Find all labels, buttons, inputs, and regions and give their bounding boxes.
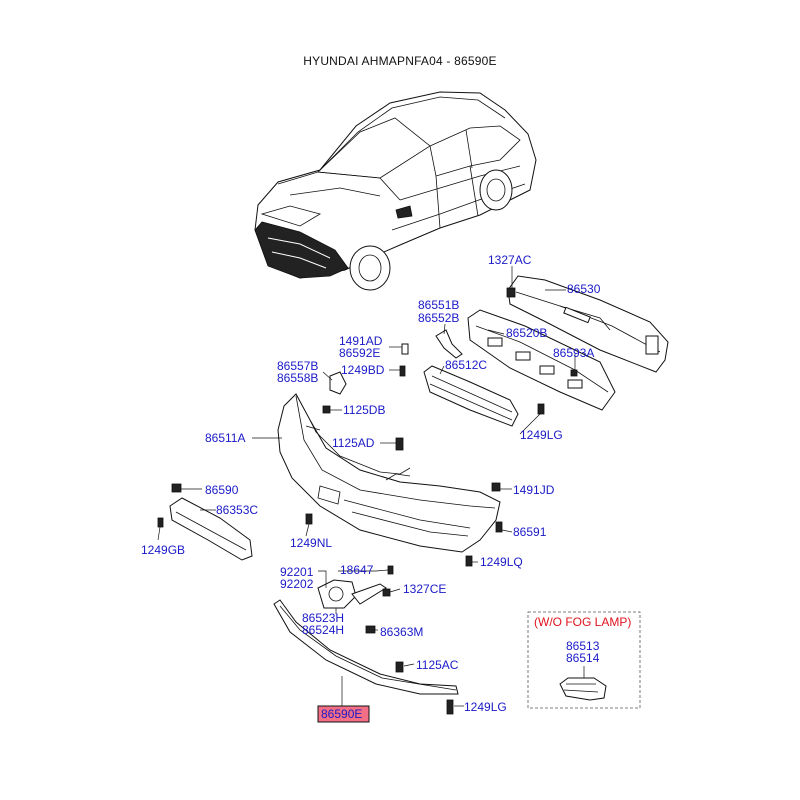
part-86520b-absorber — [467, 309, 616, 411]
label-1125db[interactable]: 1125DB — [343, 403, 385, 417]
label-1125ac[interactable]: 1125AC — [416, 658, 459, 672]
label-86593a[interactable]: 86593A — [553, 346, 594, 360]
highlighted-part-86590e[interactable]: 86590E — [317, 705, 370, 723]
part-86591-clip — [495, 521, 503, 533]
part-86353c-bracket — [169, 497, 253, 561]
part-86530-beam — [507, 275, 669, 373]
bolt-1249bd — [399, 365, 406, 377]
label-86557b[interactable]: 86557B — [277, 359, 318, 373]
bolt-86363m — [365, 625, 376, 634]
label-1491ad[interactable]: 1491AD — [339, 334, 383, 348]
label-86551b[interactable]: 86551B — [418, 298, 459, 312]
label-86524h[interactable]: 86524H — [302, 623, 344, 637]
leader-lines — [157, 266, 576, 707]
part-18647-bulb — [387, 565, 394, 575]
car-illustration — [254, 91, 537, 291]
label-86590[interactable]: 86590 — [205, 483, 239, 497]
label-86592e[interactable]: 86592E — [339, 346, 380, 360]
bolt-1125ac — [395, 661, 404, 673]
bolt-1327ce — [382, 588, 391, 597]
label-86513[interactable]: 86513 — [566, 639, 600, 653]
bolt-1249lq — [465, 555, 473, 567]
bolt-1125ad — [395, 437, 404, 451]
label-1249lg-upper[interactable]: 1249LG — [520, 428, 563, 442]
label-86558b[interactable]: 86558B — [277, 371, 318, 385]
label-86552b[interactable]: 86552B — [418, 311, 459, 325]
label-1125ad[interactable]: 1125AD — [332, 436, 375, 450]
part-86513-cover — [559, 677, 607, 701]
label-86530[interactable]: 86530 — [567, 282, 601, 296]
label-86591[interactable]: 86591 — [513, 525, 547, 539]
label-1327ce[interactable]: 1327CE — [403, 582, 446, 596]
label-86514[interactable]: 86514 — [566, 651, 600, 665]
part-86512c-grille — [423, 365, 519, 427]
label-1491jd[interactable]: 1491JD — [513, 483, 555, 497]
part-86557b-bracket — [329, 371, 347, 395]
label-1327ac[interactable]: 1327AC — [488, 253, 532, 267]
bolt-1249lg-upper — [537, 403, 545, 415]
label-1249bd[interactable]: 1249BD — [341, 363, 385, 377]
bolt-86593a — [570, 369, 578, 377]
part-86592e-clip — [401, 343, 409, 355]
fog-lamp-variant-box: (W/O FOG LAMP) 86513 86514 — [527, 611, 641, 709]
label-92201[interactable]: 92201 — [280, 565, 314, 579]
label-1249nl[interactable]: 1249NL — [290, 536, 332, 550]
bolt-1249lg-lower — [446, 699, 454, 715]
part-86590-clip — [171, 483, 182, 493]
bolt-1249nl — [305, 513, 313, 525]
diagram-title: HYUNDAI AHMAPNFA04 - 86590E — [303, 54, 497, 68]
part-92201-fog-lamp — [317, 579, 387, 609]
label-86363m[interactable]: 86363M — [380, 625, 423, 639]
label-18647[interactable]: 18647 — [340, 563, 374, 577]
label-86512c[interactable]: 86512C — [445, 358, 487, 372]
part-86511a-bumper-cover — [277, 393, 501, 553]
part-1491jd-clip — [491, 482, 501, 492]
label-1249lg-lower[interactable]: 1249LG — [464, 700, 507, 714]
fog-lamp-note: (W/O FOG LAMP) — [534, 615, 631, 629]
bolt-1249gb — [157, 517, 164, 528]
label-86523h[interactable]: 86523H — [302, 611, 344, 625]
label-86520b[interactable]: 86520B — [506, 326, 547, 340]
bolt-1327ac — [506, 287, 516, 298]
label-92202[interactable]: 92202 — [280, 577, 314, 591]
label-1249lq[interactable]: 1249LQ — [480, 555, 523, 569]
bolt-1125db — [322, 405, 331, 414]
label-86511a[interactable]: 86511A — [205, 431, 245, 445]
part-labels: 1327AC 86530 86551B 86552B 86520B 1491AD… — [141, 253, 601, 714]
label-1249gb[interactable]: 1249GB — [141, 543, 185, 557]
label-86590e[interactable]: 86590E — [321, 707, 362, 721]
part-86551b-bracket — [435, 329, 463, 359]
label-86353c[interactable]: 86353C — [216, 503, 258, 517]
part-86590e-strip — [273, 599, 459, 695]
